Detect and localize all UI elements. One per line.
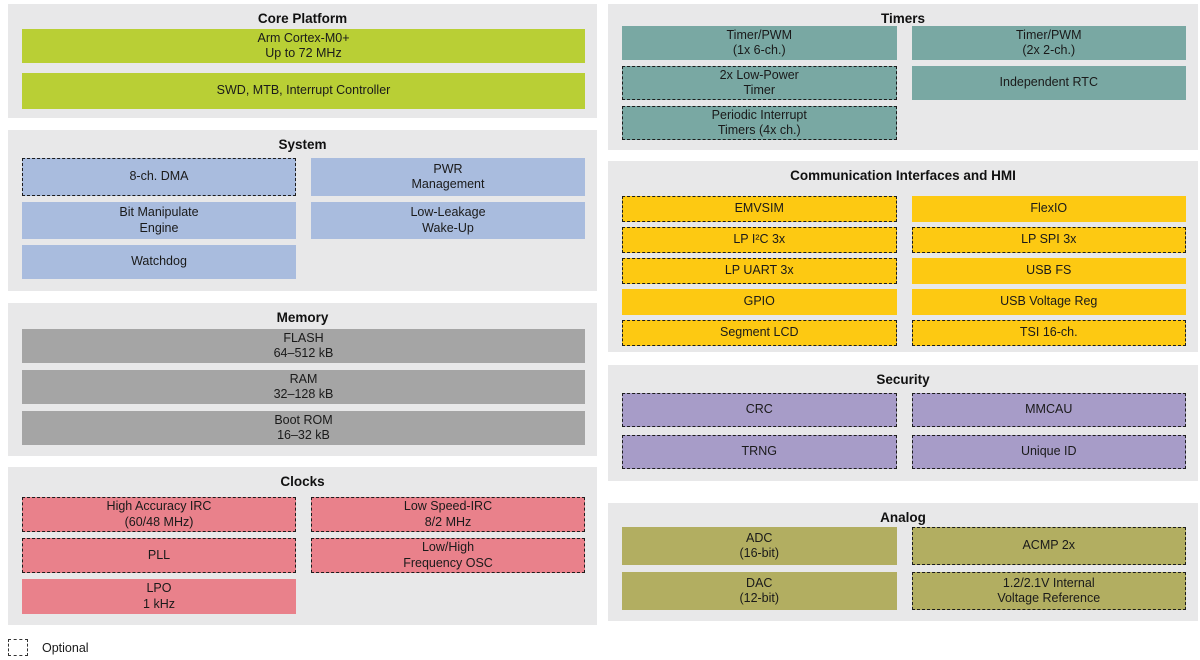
block-swd-mtb-interrupt-controller: SWD, MTB, Interrupt Controller xyxy=(22,73,585,109)
section-title-clocks: Clocks xyxy=(280,474,325,489)
block-segment-lcd: Segment LCD xyxy=(622,320,897,346)
block-lpo: LPO 1 kHz xyxy=(22,579,296,614)
block-8ch-dma: 8-ch. DMA xyxy=(22,158,296,196)
block-low-speed-irc: Low Speed-IRC 8/2 MHz xyxy=(311,497,585,532)
block-trng: TRNG xyxy=(622,435,897,469)
block-lp-i2c: LP I²C 3x xyxy=(622,227,897,253)
section-system: System 8-ch. DMA PWR Management Bit Mani… xyxy=(8,130,597,291)
legend-optional-label: Optional xyxy=(42,640,89,655)
block-lp-spi: LP SPI 3x xyxy=(911,227,1186,253)
block-flash: FLASH 64–512 kB xyxy=(22,329,585,363)
section-title-timers: Timers xyxy=(880,11,926,26)
block-emvsim: EMVSIM xyxy=(622,196,897,222)
block-high-accuracy-irc: High Accuracy IRC (60/48 MHz) xyxy=(22,497,296,532)
block-arm-cortex-m0plus: Arm Cortex-M0+ Up to 72 MHz xyxy=(22,29,585,63)
block-mmcau: MMCAU xyxy=(911,393,1186,427)
block-independent-rtc: Independent RTC xyxy=(911,66,1186,100)
section-memory: Memory FLASH 64–512 kB RAM 32–128 kB Boo… xyxy=(8,303,597,456)
section-title-communication-hmi: Communication Interfaces and HMI xyxy=(790,168,1016,183)
block-timer-pwm-1x6ch: Timer/PWM (1x 6-ch.) xyxy=(622,26,897,60)
block-pwr-management: PWR Management xyxy=(311,158,585,196)
block-low-power-timer: 2x Low-Power Timer xyxy=(622,66,897,100)
block-boot-rom: Boot ROM 16–32 kB xyxy=(22,411,585,445)
block-watchdog: Watchdog xyxy=(22,245,296,279)
section-grid-security: CRC MMCAU TRNG Unique ID xyxy=(608,393,1198,469)
block-flexio: FlexIO xyxy=(911,196,1186,222)
block-adc: ADC (16-bit) xyxy=(622,527,897,565)
block-timer-pwm-2x2ch: Timer/PWM (2x 2-ch.) xyxy=(911,26,1186,60)
block-lp-uart: LP UART 3x xyxy=(622,258,897,284)
section-grid-core-platform: Arm Cortex-M0+ Up to 72 MHz SWD, MTB, In… xyxy=(8,29,597,109)
block-crc: CRC xyxy=(622,393,897,427)
block-pll: PLL xyxy=(22,538,296,573)
legend-optional: Optional xyxy=(8,639,89,656)
block-tsi: TSI 16-ch. xyxy=(911,320,1186,346)
block-dac: DAC (12-bit) xyxy=(622,572,897,610)
section-grid-system: 8-ch. DMA PWR Management Bit Manipulate … xyxy=(8,158,597,279)
block-periodic-interrupt-timers: Periodic Interrupt Timers (4x ch.) xyxy=(622,106,897,140)
block-acmp: ACMP 2x xyxy=(911,527,1186,565)
section-communication-hmi: Communication Interfaces and HMI EMVSIM … xyxy=(608,161,1198,352)
section-core-platform: Core Platform Arm Cortex-M0+ Up to 72 MH… xyxy=(8,4,597,118)
section-title-core-platform: Core Platform xyxy=(257,11,348,26)
block-internal-voltage-reference: 1.2/2.1V Internal Voltage Reference xyxy=(911,572,1186,610)
section-security: Security CRC MMCAU TRNG Unique ID xyxy=(608,365,1198,481)
section-grid-communication-hmi: EMVSIM FlexIO LP I²C 3x LP SPI 3x LP UAR… xyxy=(608,196,1198,346)
section-title-system: System xyxy=(278,137,327,152)
optional-dashed-box-icon xyxy=(8,639,28,656)
block-gpio: GPIO xyxy=(622,289,897,315)
block-usb-fs: USB FS xyxy=(911,258,1186,284)
section-title-memory: Memory xyxy=(276,310,329,325)
section-timers: Timers Timer/PWM (1x 6-ch.) Timer/PWM (2… xyxy=(608,4,1198,150)
block-usb-voltage-reg: USB Voltage Reg xyxy=(911,289,1186,315)
section-grid-timers: Timer/PWM (1x 6-ch.) Timer/PWM (2x 2-ch.… xyxy=(608,26,1198,140)
block-low-high-frequency-osc: Low/High Frequency OSC xyxy=(311,538,585,573)
block-low-leakage-wake-up: Low-Leakage Wake-Up xyxy=(311,202,585,239)
section-title-analog: Analog xyxy=(880,510,926,525)
block-unique-id: Unique ID xyxy=(911,435,1186,469)
section-grid-analog: ADC (16-bit) ACMP 2x DAC (12-bit) 1.2/2.… xyxy=(608,527,1198,610)
section-clocks: Clocks High Accuracy IRC (60/48 MHz) Low… xyxy=(8,467,597,625)
block-bit-manipulate-engine: Bit Manipulate Engine xyxy=(22,202,296,239)
section-analog: Analog ADC (16-bit) ACMP 2x DAC (12-bit)… xyxy=(608,503,1198,621)
section-grid-memory: FLASH 64–512 kB RAM 32–128 kB Boot ROM 1… xyxy=(8,329,597,445)
block-ram: RAM 32–128 kB xyxy=(22,370,585,404)
section-title-security: Security xyxy=(876,372,930,387)
section-grid-clocks: High Accuracy IRC (60/48 MHz) Low Speed-… xyxy=(8,497,597,614)
